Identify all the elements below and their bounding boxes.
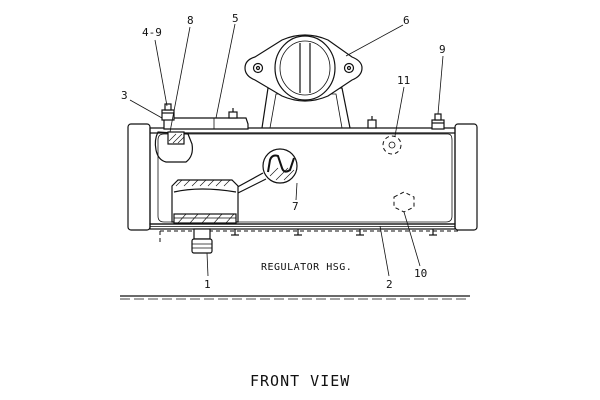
callout-6: 6	[403, 14, 410, 27]
callout-9: 9	[439, 43, 446, 56]
exhaust-elbow-flange	[244, 34, 363, 129]
view-caption: FRONT VIEW	[250, 372, 350, 390]
seal-detail-bubble	[231, 148, 298, 195]
housing-body	[127, 123, 478, 231]
plug-11	[382, 135, 402, 155]
right-bolt	[431, 113, 445, 130]
leader-lines	[129, 23, 444, 277]
callout-11: 11	[397, 74, 410, 87]
callout-3: 3	[121, 89, 128, 102]
regulator-housing-label: REGULATOR HSG.	[261, 262, 352, 273]
sensor-stem	[191, 228, 213, 254]
callout-4-9: 4-9	[142, 26, 162, 39]
callout-labels: 4-9 8 5 6 3 9 11 7 1 2 10	[121, 12, 446, 291]
callout-7: 7	[292, 200, 299, 213]
callout-2: 2	[386, 278, 393, 291]
callout-8: 8	[187, 14, 194, 27]
bottom-studs	[231, 229, 437, 236]
sectioned-sensor-housing	[171, 179, 239, 224]
callout-5: 5	[232, 12, 239, 25]
callout-10: 10	[414, 267, 427, 280]
shield-plate	[163, 108, 249, 130]
left-bolt-assembly	[154, 103, 193, 163]
top-mid-bolt	[367, 116, 377, 129]
callout-1: 1	[204, 278, 211, 291]
plug-10	[393, 191, 415, 213]
